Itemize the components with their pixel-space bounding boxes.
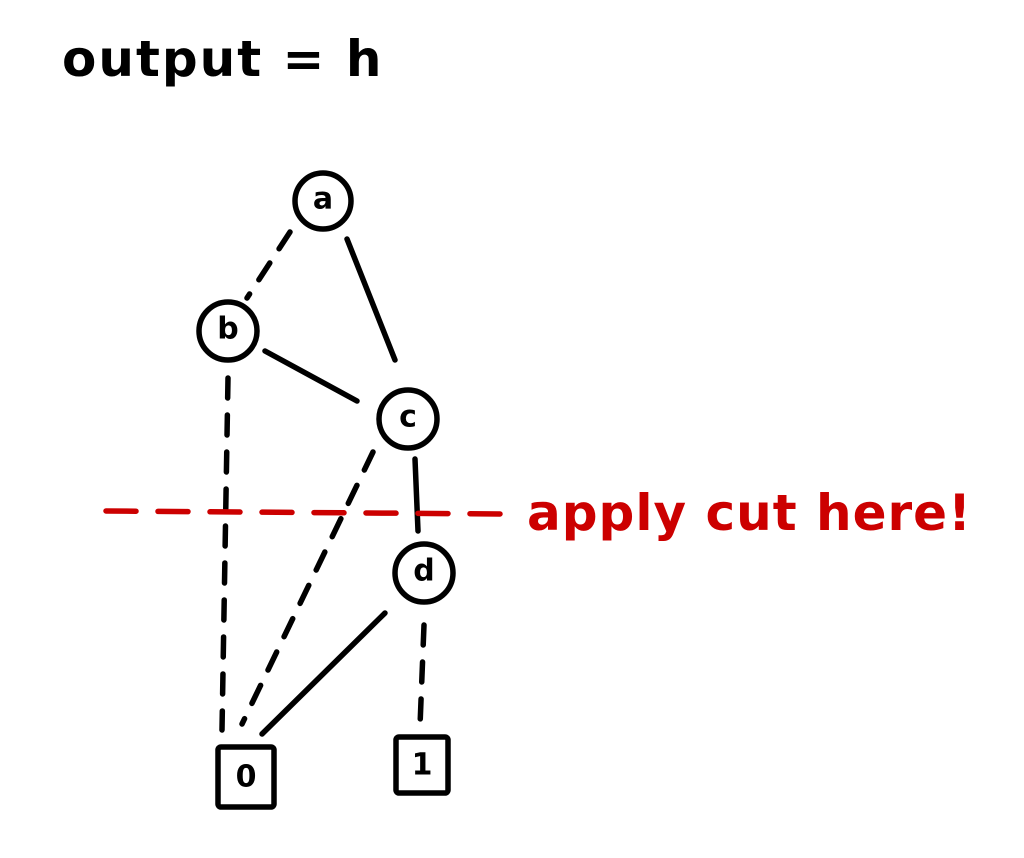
diagram-title: output = h [62, 30, 383, 88]
edge-b-c [262, 348, 360, 404]
edge-a-b [244, 229, 293, 301]
edge-c-d [412, 456, 421, 534]
node-label-c: c [399, 400, 417, 435]
edge-b-0 [219, 375, 231, 733]
terminal-0: 0 [215, 744, 277, 810]
edge-d-1 [417, 622, 427, 729]
edge-group [219, 229, 427, 737]
edge-a-c [344, 236, 398, 363]
terminal-1: 1 [393, 734, 451, 796]
cut-line [103, 508, 508, 517]
node-d: d [392, 541, 456, 605]
node-label-d: d [413, 554, 434, 589]
terminal-label-1: 1 [412, 748, 433, 783]
terminal-label-0: 0 [236, 760, 257, 795]
node-label-b: b [217, 312, 238, 347]
node-c: c [376, 387, 440, 451]
cut-label: apply cut here! [527, 484, 972, 542]
node-a: a [292, 170, 354, 232]
node-label-a: a [313, 182, 333, 217]
node-group: a b c d 0 1 [196, 170, 456, 810]
edge-d-0 [259, 610, 388, 737]
node-b: b [196, 299, 260, 363]
edge-c-0 [239, 449, 376, 727]
